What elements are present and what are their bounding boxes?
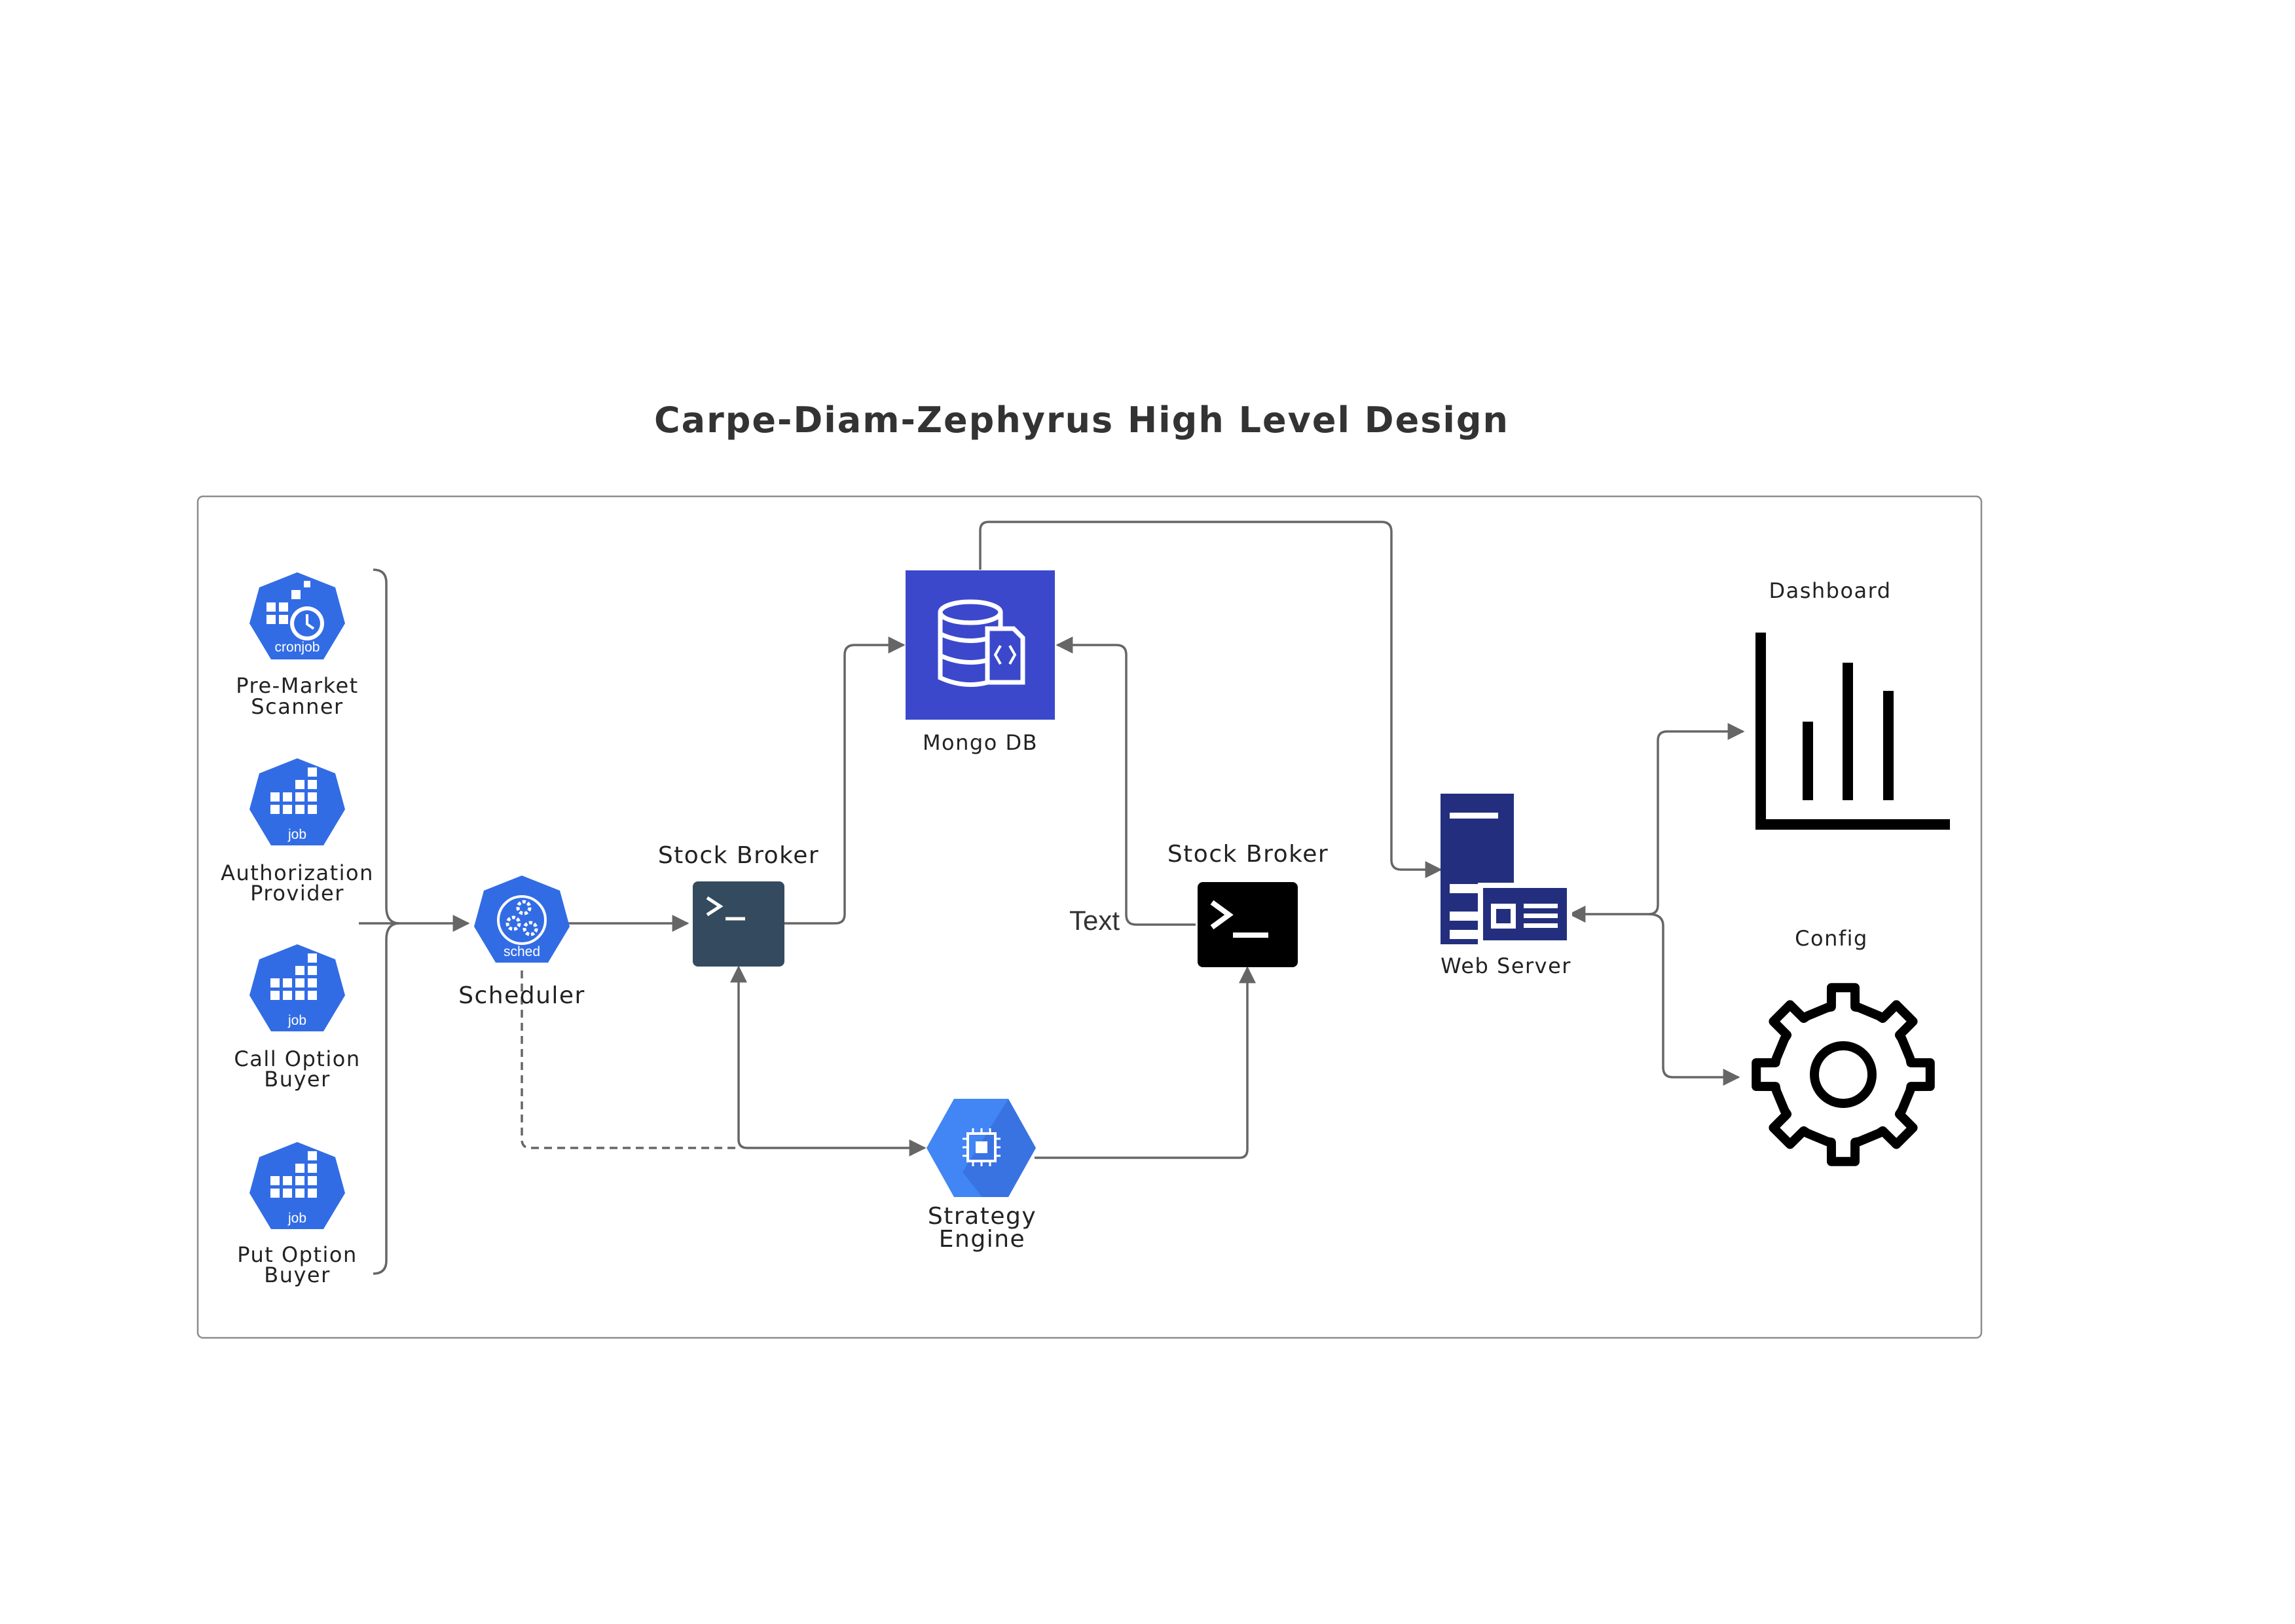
node-stock-broker-right[interactable]: Stock Broker Text [1069,841,1329,967]
mongo-box [906,570,1055,720]
cronjob-icon [266,581,324,640]
scheduler-icon [497,895,547,945]
node-pre-market-scanner[interactable]: cronjob Pre-Market Scanner [236,572,358,719]
connector-strategy-to-broker-right [1035,966,1256,1159]
node-label: Scanner [251,694,343,719]
node-mongo-db[interactable]: Mongo DB [906,570,1055,755]
node-strategy-engine[interactable]: Strategy Engine [927,1099,1037,1253]
k8s-heptagon-icon [474,876,570,963]
connector-broker-right-to-mongo [1056,637,1196,926]
diagram-frame [196,495,1983,1339]
node-label: Strategy [928,1203,1037,1230]
node-scheduler[interactable]: sched Scheduler [458,876,585,1009]
job-badge: job [287,827,306,842]
node-dashboard[interactable]: Dashboard [1755,578,1950,830]
node-label: Put Option [237,1242,358,1267]
node-put-option-buyer[interactable]: job Put Option Buyer [237,1142,358,1287]
job-icon [270,1151,317,1198]
job-icon [270,767,317,814]
terminal-icon [693,881,784,967]
terminal-icon [1198,882,1298,967]
compute-engine-icon [963,1128,1001,1166]
node-stock-broker-left[interactable]: Stock Broker [658,842,819,967]
connector-webserver-dashboard [1568,723,1745,923]
node-label: Dashboard [1769,578,1891,603]
node-label: Web Server [1441,953,1571,978]
prompt-glyph [706,896,724,917]
node-label: Provider [250,881,344,906]
node-label: Scheduler [458,982,585,1009]
node-authorization-provider[interactable]: job Authorization Provider [221,758,374,906]
diagram-title: Carpe-Diam-Zephyrus High Level Design [654,399,1509,441]
node-label: Buyer [264,1067,331,1092]
scheduler-badge: sched [504,944,540,959]
k8s-heptagon-icon [249,944,345,1031]
prompt-glyph [1210,900,1234,930]
node-label: Stock Broker [1167,841,1329,868]
node-label: Stock Broker [658,842,819,869]
k8s-heptagon-icon [249,758,345,845]
node-label: Call Option [234,1046,360,1071]
node-label: Engine [939,1226,1025,1253]
job-badge: job [287,1013,306,1028]
job-badge: job [287,1211,306,1226]
node-label: Pre-Market [236,673,358,698]
connector-broker-to-mongo [784,637,906,925]
node-label: Mongo DB [923,730,1038,755]
node-label: Config [1795,926,1868,951]
connector-webserver-config [1648,913,1740,1086]
node-call-option-buyer[interactable]: job Call Option Buyer [234,944,360,1092]
job-badge: cronjob [275,640,320,655]
job-icon [270,953,317,1000]
connector-mongo-to-webserver [979,521,1442,878]
database-icon [938,599,1025,687]
connector-broker-strategy [730,965,927,1156]
text-label: Text [1069,905,1120,936]
node-label: Authorization [221,860,374,885]
node-label: Buyer [264,1263,331,1287]
node-web-server[interactable]: Web Server [1441,794,1572,978]
connector-scheduler-to-strategy [521,970,739,1149]
bar-chart-icon [1755,633,1950,830]
node-config[interactable]: Config [1752,926,1935,1166]
gear-icon [1752,983,1935,1166]
jobs-brace [373,568,400,1275]
web-server-icon [1441,794,1572,944]
k8s-heptagon-icon [249,1142,345,1229]
